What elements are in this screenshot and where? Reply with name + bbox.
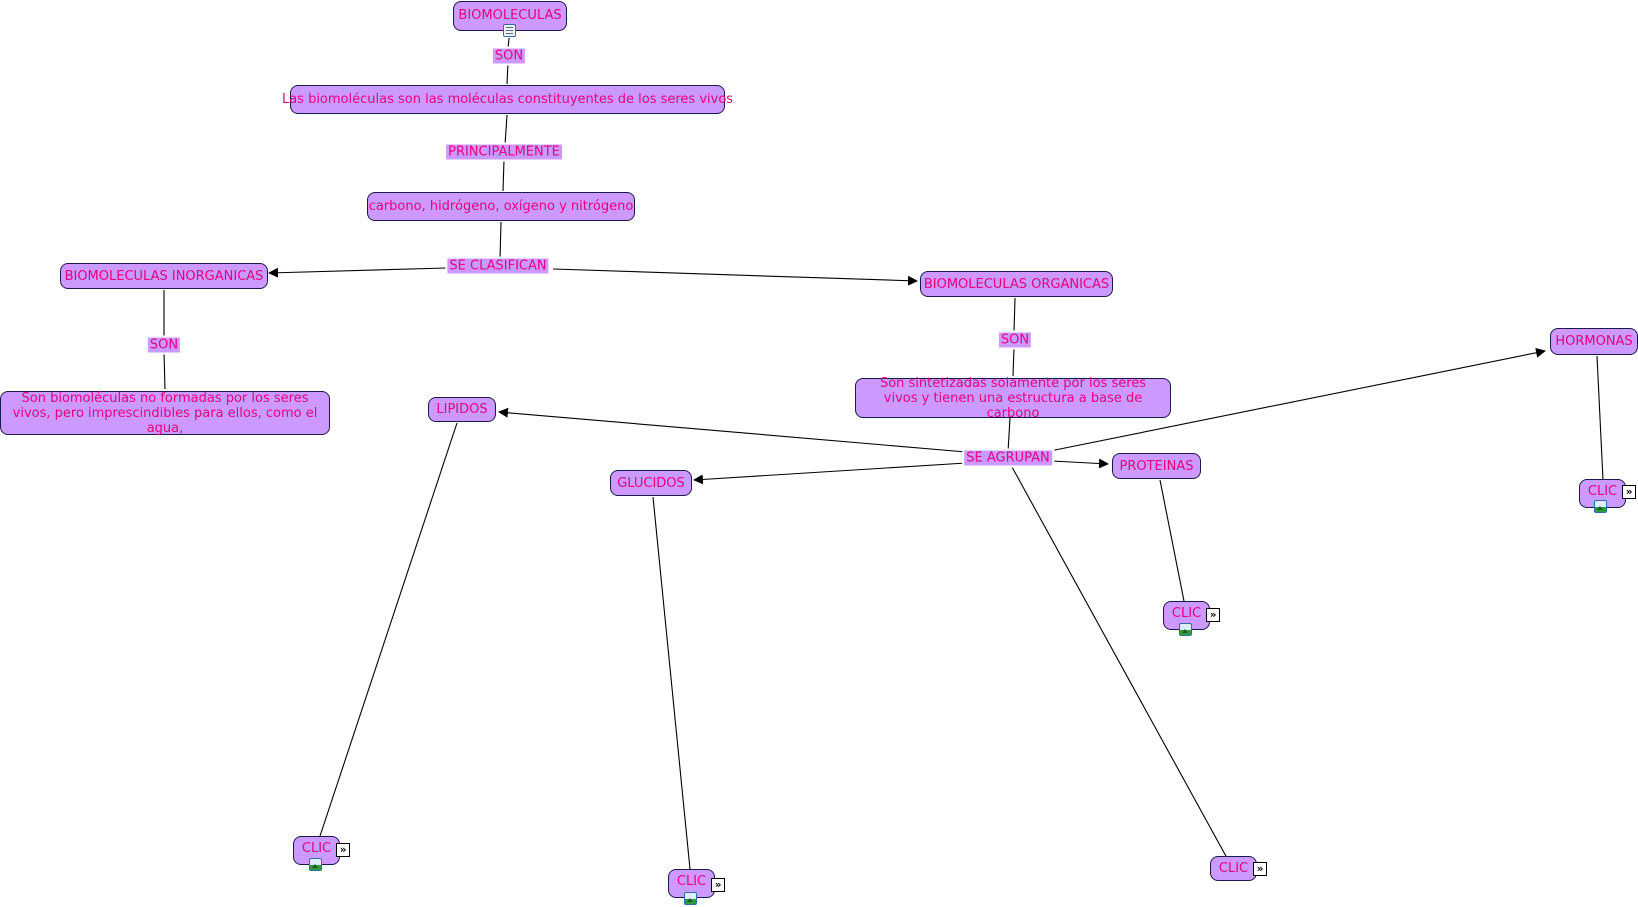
connector-elementos-seclasifican [499, 221, 502, 260]
link-label-se-clasifican[interactable]: SE CLASIFICAN [447, 258, 549, 274]
connector-principalmente-elementos [502, 159, 505, 192]
node-inorganicas-descripcion[interactable]: Son biomoléculas no formadas por los ser… [0, 391, 330, 436]
double-chevron-link-icon[interactable]: » [711, 878, 725, 892]
double-chevron-link-icon[interactable]: » [336, 843, 350, 857]
arrow-to-hormonas [1049, 347, 1546, 452]
connector-seagrupan-clic [1011, 466, 1228, 859]
node-biomoleculas-inorganicas[interactable]: BIOMOLECULAS INORGANICAS [60, 263, 268, 289]
image-resource-icon[interactable] [684, 892, 697, 905]
image-resource-icon[interactable] [1594, 500, 1607, 513]
link-label-son-organicas[interactable]: SON [998, 332, 1032, 348]
arrow-to-inorganicas [268, 267, 447, 278]
node-elementos[interactable]: carbono, hidrógeno, oxígeno y nitrógeno [367, 192, 635, 221]
connector-organicas-desc-seagrupan [1007, 417, 1011, 453]
node-organicas-descripcion[interactable]: Son sintetizadas solamente por los seres… [855, 376, 1171, 421]
link-label-principalmente[interactable]: PRINCIPALMENTE [446, 144, 562, 160]
link-label-son[interactable]: SON [492, 48, 526, 64]
node-lipidos[interactable]: LIPIDOS [428, 397, 496, 422]
node-glucidos[interactable]: GLUCIDOS [610, 470, 692, 496]
node-biomoleculas[interactable]: BIOMOLECULAS [453, 1, 567, 31]
node-proteinas[interactable]: PROTEINAS [1112, 453, 1201, 479]
connector-proteinas-clic [1159, 479, 1185, 602]
connector-definicion-principalmente [504, 114, 508, 146]
connector-hormonas-clic [1596, 355, 1604, 481]
double-chevron-link-icon[interactable]: » [1622, 485, 1636, 499]
double-chevron-link-icon[interactable]: » [1206, 608, 1220, 622]
arrow-to-lipidos [498, 407, 967, 453]
image-resource-icon[interactable] [309, 858, 322, 871]
connector-lipidos-clic [319, 422, 458, 837]
link-label-se-agrupan[interactable]: SE AGRUPAN [964, 450, 1052, 466]
connector-son-organicas-desc [1012, 346, 1015, 377]
image-resource-icon[interactable] [1179, 623, 1192, 636]
clic-agrupan-node[interactable]: CLIC [1210, 856, 1257, 881]
document-resource-icon[interactable] [503, 24, 516, 37]
connector-son-inorganicas-desc [163, 352, 166, 390]
connector-glucidos-clic [652, 496, 691, 870]
link-label-son-inorganicas[interactable]: SON [147, 337, 181, 353]
node-hormonas[interactable]: HORMONAS [1550, 328, 1638, 355]
connector-son-definicion [506, 62, 509, 85]
node-definicion[interactable]: Las biomoléculas son las moléculas const… [282, 85, 733, 114]
arrow-to-organicas [552, 268, 918, 286]
double-chevron-link-icon[interactable]: » [1253, 862, 1267, 876]
arrow-to-proteinas [1051, 458, 1109, 469]
node-biomoleculas-organicas[interactable]: BIOMOLECULAS ORGANICAS [920, 271, 1113, 297]
connector-organicas-son [1013, 297, 1016, 333]
connector-biomoleculas-son [507, 37, 510, 50]
arrow-to-glucidos [693, 462, 967, 485]
